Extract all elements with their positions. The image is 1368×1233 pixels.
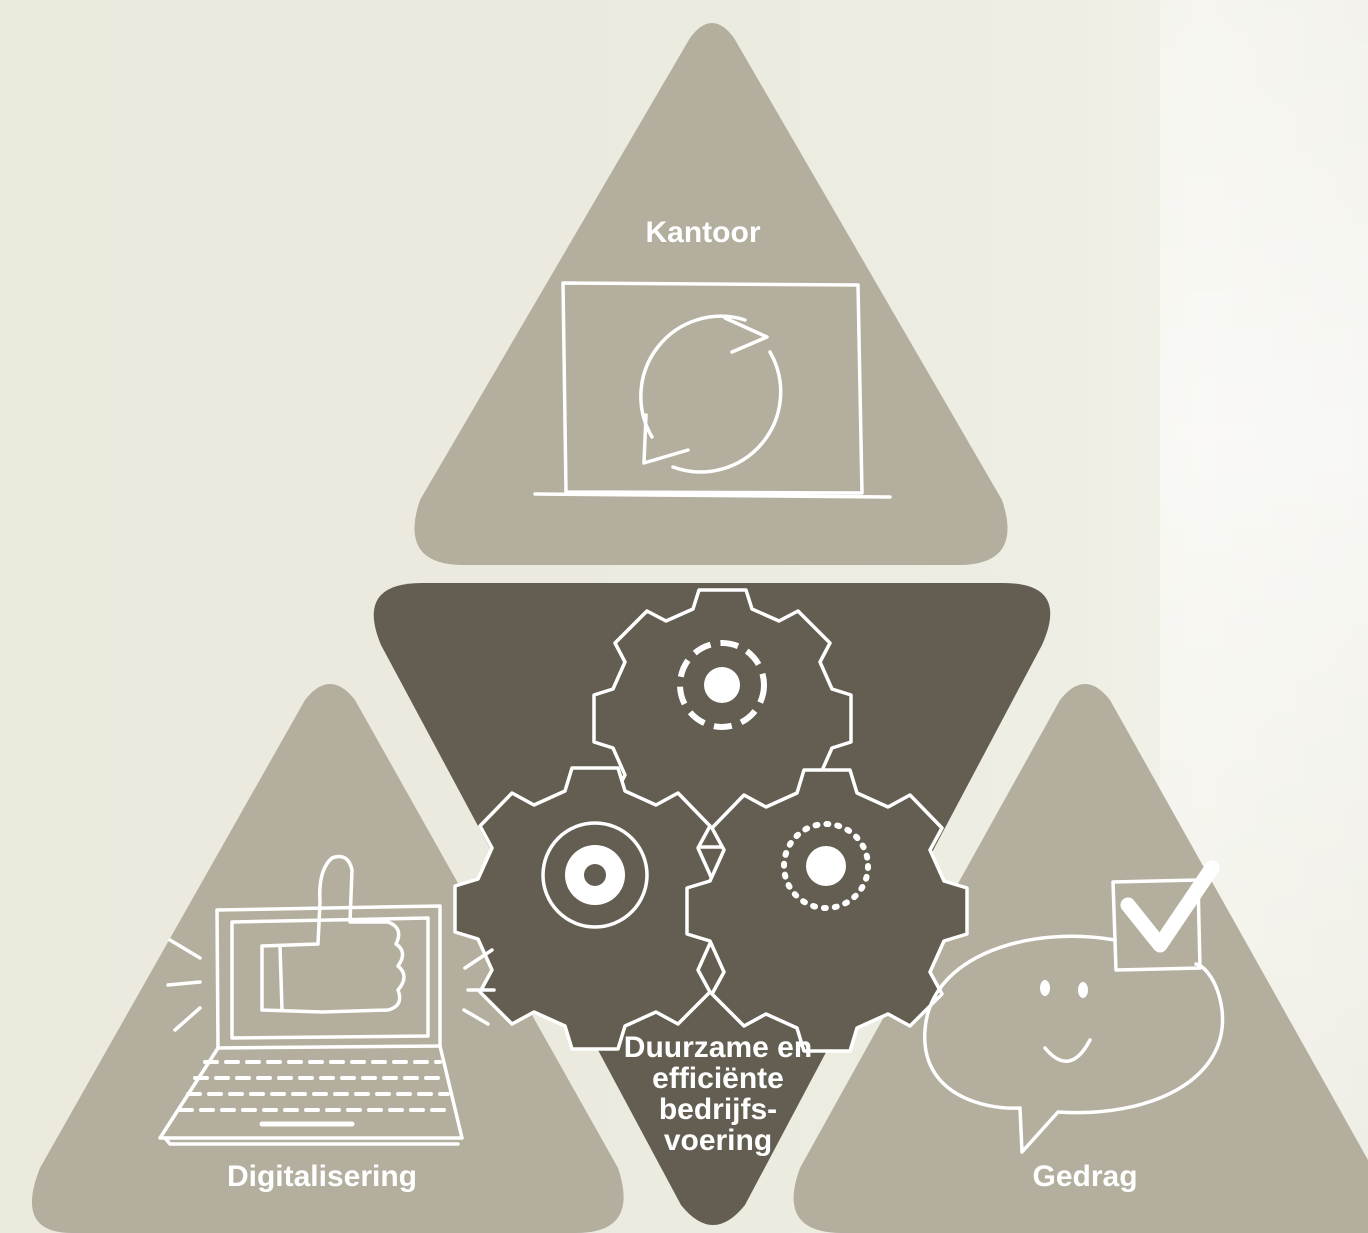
- smiley-speech-checkbox-icon: [923, 860, 1225, 1154]
- segment-label-gedrag: Gedrag: [1032, 1160, 1138, 1193]
- segment-label-kantoor: Kantoor: [645, 216, 761, 249]
- triangle-right: [793, 684, 1368, 1233]
- triangle-left: [31, 684, 624, 1233]
- segment-label-digitalisering: Digitalisering: [226, 1160, 418, 1193]
- gears-icon: [453, 588, 969, 1053]
- triangle-top: [414, 23, 1008, 565]
- laptop-thumbs-up-icon: [158, 854, 496, 1146]
- refresh-screen-icon: [533, 281, 892, 499]
- segment-label-center: Duurzame en efficiënte bedrijfs- voering: [623, 1031, 813, 1157]
